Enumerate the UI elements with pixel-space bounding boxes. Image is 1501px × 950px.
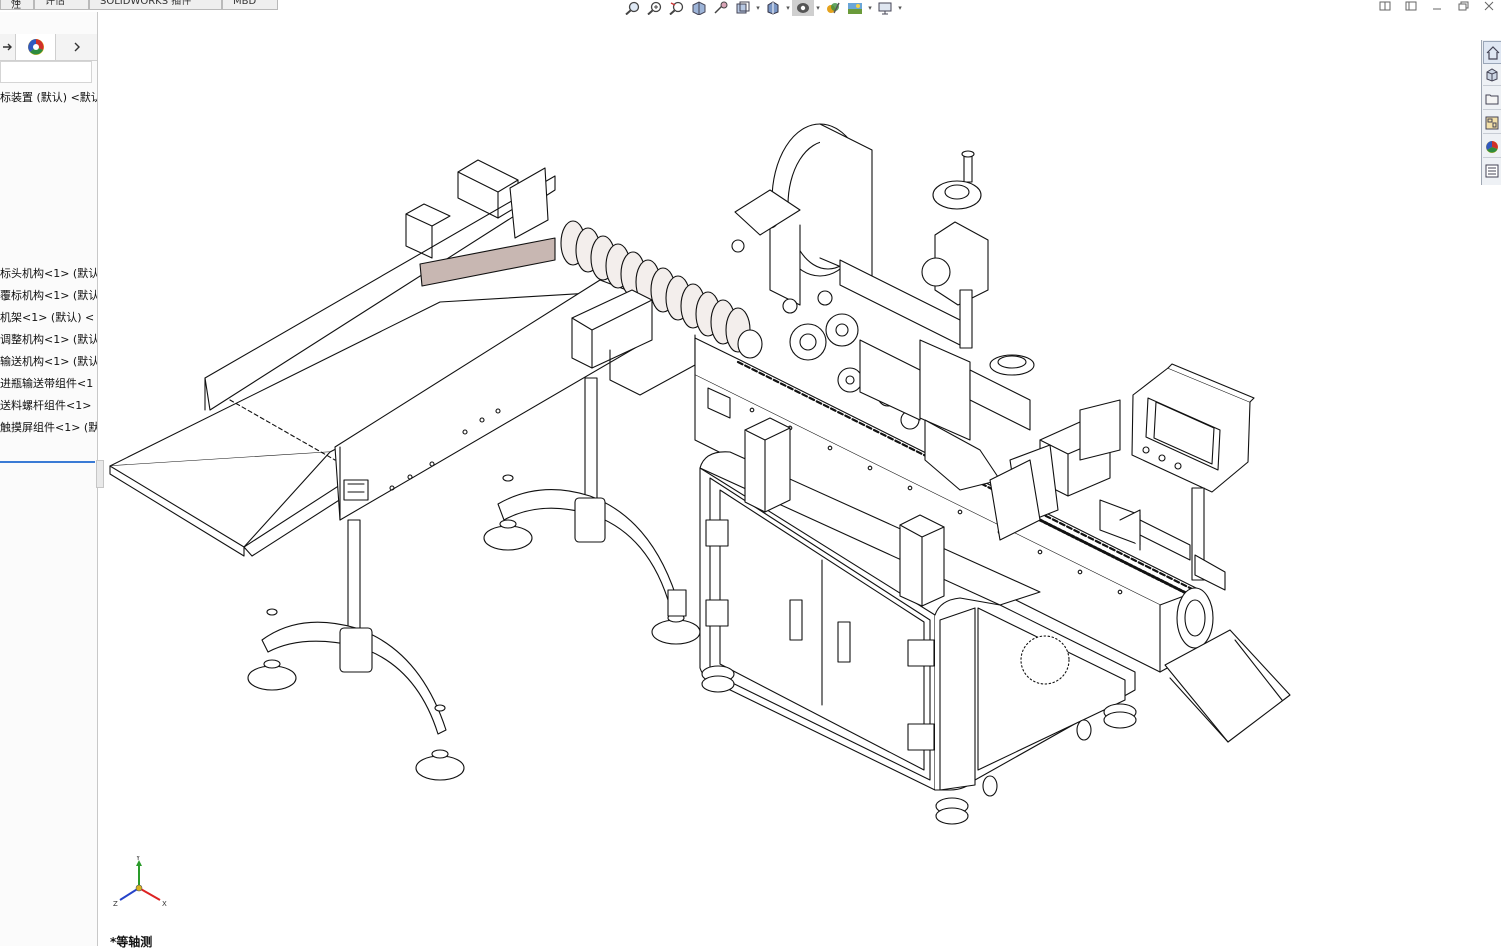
minimize-button[interactable] xyxy=(1429,0,1445,12)
chevron-down-icon[interactable]: ▾ xyxy=(868,4,872,12)
file-explorer-icon xyxy=(1485,94,1499,104)
tile-left-button[interactable] xyxy=(1377,0,1393,12)
tree-item[interactable]: 进瓶输送带组件<1 xyxy=(0,377,94,390)
appearances-icon xyxy=(1486,140,1498,153)
tree-filter-input[interactable] xyxy=(0,61,92,83)
tree-item[interactable]: 标头机构<1> (默认 xyxy=(0,267,98,280)
chevron-down-icon[interactable]: ▾ xyxy=(816,4,820,12)
chevron-right-icon xyxy=(74,42,80,52)
adjust-handwheel xyxy=(921,150,989,349)
conveyor-motor xyxy=(989,399,1141,546)
tile-left-icon xyxy=(1379,1,1391,11)
restore-icon xyxy=(1458,1,1469,11)
previous-view-button[interactable] xyxy=(666,0,688,16)
section-view-icon xyxy=(692,1,706,15)
view-palette-button[interactable] xyxy=(1483,112,1501,134)
view-settings-icon xyxy=(878,2,892,15)
custom-properties-button[interactable] xyxy=(1483,160,1501,181)
graphics-area[interactable] xyxy=(98,12,1481,946)
z-axis-label: Z xyxy=(113,900,118,908)
appearances-button[interactable] xyxy=(1483,136,1501,158)
restore-button[interactable] xyxy=(1455,0,1471,12)
tree-item[interactable]: 调整机构<1> (默认 xyxy=(0,333,98,346)
tree-item[interactable]: 输送机构<1> (默认 xyxy=(0,355,98,368)
coordinate-triad: Y X Z xyxy=(112,854,172,912)
command-manager-tabs: 标注 评估 SOLIDWORKS 插件 MBD xyxy=(0,0,278,11)
tree-item[interactable]: 覆标机构<1> (默认 xyxy=(0,289,98,302)
motor-units xyxy=(405,159,549,259)
window-controls xyxy=(1377,0,1497,12)
previous-view-icon xyxy=(669,1,684,15)
tree-item[interactable]: 触摸屏组件<1> (默 xyxy=(0,421,98,434)
left-stand xyxy=(247,377,701,781)
file-explorer-button[interactable] xyxy=(1483,88,1501,110)
x-axis-label: X xyxy=(162,900,167,908)
display-manager-icon xyxy=(27,39,44,55)
view-palette-icon xyxy=(1485,116,1499,129)
close-icon xyxy=(1484,1,1494,11)
close-button[interactable] xyxy=(1481,0,1497,12)
chevron-down-icon[interactable]: ▾ xyxy=(756,4,760,12)
edit-appearance-button[interactable] xyxy=(822,0,844,16)
hide-show-icon xyxy=(797,3,809,13)
hide-show-button[interactable] xyxy=(792,0,814,16)
panel-tabs xyxy=(0,34,97,61)
assembly-model[interactable] xyxy=(98,12,1481,946)
view-orientation-button[interactable] xyxy=(732,0,754,16)
infeed-conveyor xyxy=(109,175,649,557)
tree-root[interactable]: 标装置 (默认) <默认 xyxy=(0,91,98,104)
dimxpert-icon xyxy=(2,43,12,51)
panel-progress-bar xyxy=(0,461,95,463)
minimize-icon xyxy=(1433,8,1441,10)
solidworks-resources-icon xyxy=(1486,45,1500,60)
dynamic-annotation-button[interactable] xyxy=(710,0,732,16)
tile-right-button[interactable] xyxy=(1403,0,1419,12)
cabinet-posts xyxy=(744,417,945,607)
apply-scene-button[interactable] xyxy=(844,0,866,16)
zoom-to-fit-button[interactable] xyxy=(622,0,644,16)
chevron-down-icon[interactable]: ▾ xyxy=(786,4,790,12)
chevron-down-icon[interactable]: ▾ xyxy=(898,4,902,12)
task-pane xyxy=(1481,40,1501,185)
view-orientation-label: *等轴测 xyxy=(110,935,153,949)
labeling-head xyxy=(731,123,1035,491)
panel-tab-display-manager[interactable] xyxy=(16,34,56,60)
touch-screen-unit xyxy=(1131,363,1255,581)
zoom-area-button[interactable] xyxy=(644,0,666,16)
view-settings-button[interactable] xyxy=(874,0,896,16)
frame-block xyxy=(571,289,696,396)
custom-properties-icon xyxy=(1485,164,1499,177)
tab-solidworks-addins[interactable]: SOLIDWORKS 插件 xyxy=(89,0,222,10)
design-library-button[interactable] xyxy=(1483,64,1501,86)
x-axis-icon xyxy=(138,887,161,901)
apply-scene-icon xyxy=(848,3,862,14)
y-axis-label: Y xyxy=(135,856,141,862)
view-orientation-icon xyxy=(736,1,750,14)
z-axis-icon xyxy=(119,887,140,901)
design-library-icon xyxy=(1486,67,1498,82)
panel-tab-dimxpert[interactable] xyxy=(0,34,16,60)
zoom-area-icon xyxy=(647,1,662,15)
tree-item[interactable]: 送料螺杆组件<1> xyxy=(0,399,92,412)
solidworks-resources-button[interactable] xyxy=(1483,41,1501,64)
tree-item[interactable]: 机架<1> (默认) < xyxy=(0,311,95,324)
feed-screw xyxy=(560,220,763,359)
edit-appearance-icon xyxy=(827,2,840,14)
tab-evaluate[interactable]: 评估 xyxy=(34,0,89,10)
section-view-button[interactable] xyxy=(688,0,710,16)
dynamic-annotation-icon xyxy=(714,1,728,14)
tab-annotation[interactable]: 标注 xyxy=(0,0,34,10)
exit-chute xyxy=(1164,629,1291,743)
panel-tab-more[interactable] xyxy=(56,34,97,60)
zoom-to-fit-icon xyxy=(625,1,640,15)
panel-collapse-handle[interactable] xyxy=(96,460,104,488)
feature-manager-panel: 标装置 (默认) <默认 标头机构<1> (默认 覆标机构<1> (默认 机架<… xyxy=(0,12,98,946)
tab-mbd[interactable]: MBD xyxy=(222,0,278,10)
tile-right-icon xyxy=(1405,1,1417,11)
display-style-icon xyxy=(767,1,779,15)
heads-up-toolbar: ▾ ▾ ▾ ▾ ▾ xyxy=(622,0,904,16)
display-style-button[interactable] xyxy=(762,0,784,16)
rear-frame xyxy=(1119,509,1226,591)
